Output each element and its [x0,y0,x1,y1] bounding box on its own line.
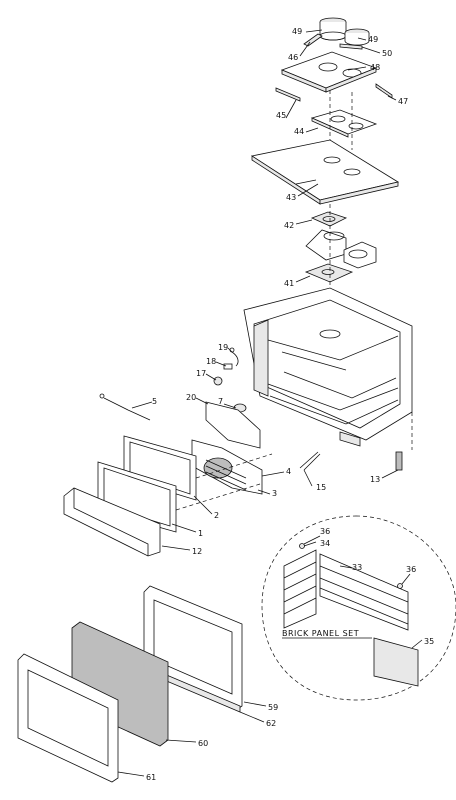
part-5-cable [99,393,151,421]
callout-7: 7 [218,397,223,406]
callout-34: 34 [320,539,330,548]
part-2-panel [123,435,197,501]
callout-61: 61 [146,773,156,782]
part-49-collar-right [344,28,370,46]
part-35-brick-bottom [373,637,419,687]
part-15-wire [299,451,321,471]
callout-18: 18 [206,357,216,366]
part-12-front-trim [63,487,161,557]
callout-12: 12 [192,547,202,556]
callout-20: 20 [186,393,196,402]
callout-4: 4 [286,467,291,476]
callout-35: 35 [424,637,434,646]
callout-17: 17 [196,369,206,378]
part-46-bracket [303,33,323,47]
part-50-bracket [339,43,363,50]
callout-36-left: 36 [320,527,330,536]
callout-62: 62 [266,719,276,728]
part-49-collar-left [319,17,347,41]
callout-48: 48 [370,63,380,72]
part-34-brick-side [283,549,317,629]
part-20-bracket [205,401,261,449]
callout-44: 44 [294,127,304,136]
part-45-rail [275,87,301,102]
callout-46: 46 [288,53,298,62]
callout-47: 47 [398,97,408,106]
callout-13: 13 [370,475,380,484]
callout-1: 1 [198,529,203,538]
part-47-rail [375,83,393,99]
callout-50: 50 [382,49,392,58]
part-48-top-plate [280,51,378,93]
callout-42: 42 [284,221,294,230]
callout-5: 5 [152,397,157,406]
part-61-front-door [17,653,119,783]
part-13-pin [395,451,403,471]
part-elbow-assembly [305,229,377,269]
part-42-ring [310,211,348,227]
callout-36-right: 36 [406,565,416,574]
leader-lines [117,29,423,777]
callout-59: 59 [268,703,278,712]
callout-49-left: 49 [292,27,302,36]
callout-41: 41 [284,279,294,288]
callout-2: 2 [214,511,219,520]
part-4-blower [191,439,263,495]
part-33-brick-back [319,553,409,631]
part-44-plate [310,109,378,138]
part-17-knob [213,376,223,386]
callout-33: 33 [352,563,362,572]
callout-3: 3 [272,489,277,498]
firebox-body [243,287,413,447]
callout-45: 45 [276,111,286,120]
part-43-top-panel [250,139,400,205]
callout-19: 19 [218,343,228,352]
callout-15: 15 [316,483,326,492]
callout-43: 43 [286,193,296,202]
part-18-switch [223,363,233,370]
part-41-plate [304,263,354,283]
callout-49-right: 49 [368,35,378,44]
callout-60: 60 [198,739,208,748]
inset-caption: BRICK PANEL SET [282,629,359,638]
brick-panel-inset [261,515,456,701]
